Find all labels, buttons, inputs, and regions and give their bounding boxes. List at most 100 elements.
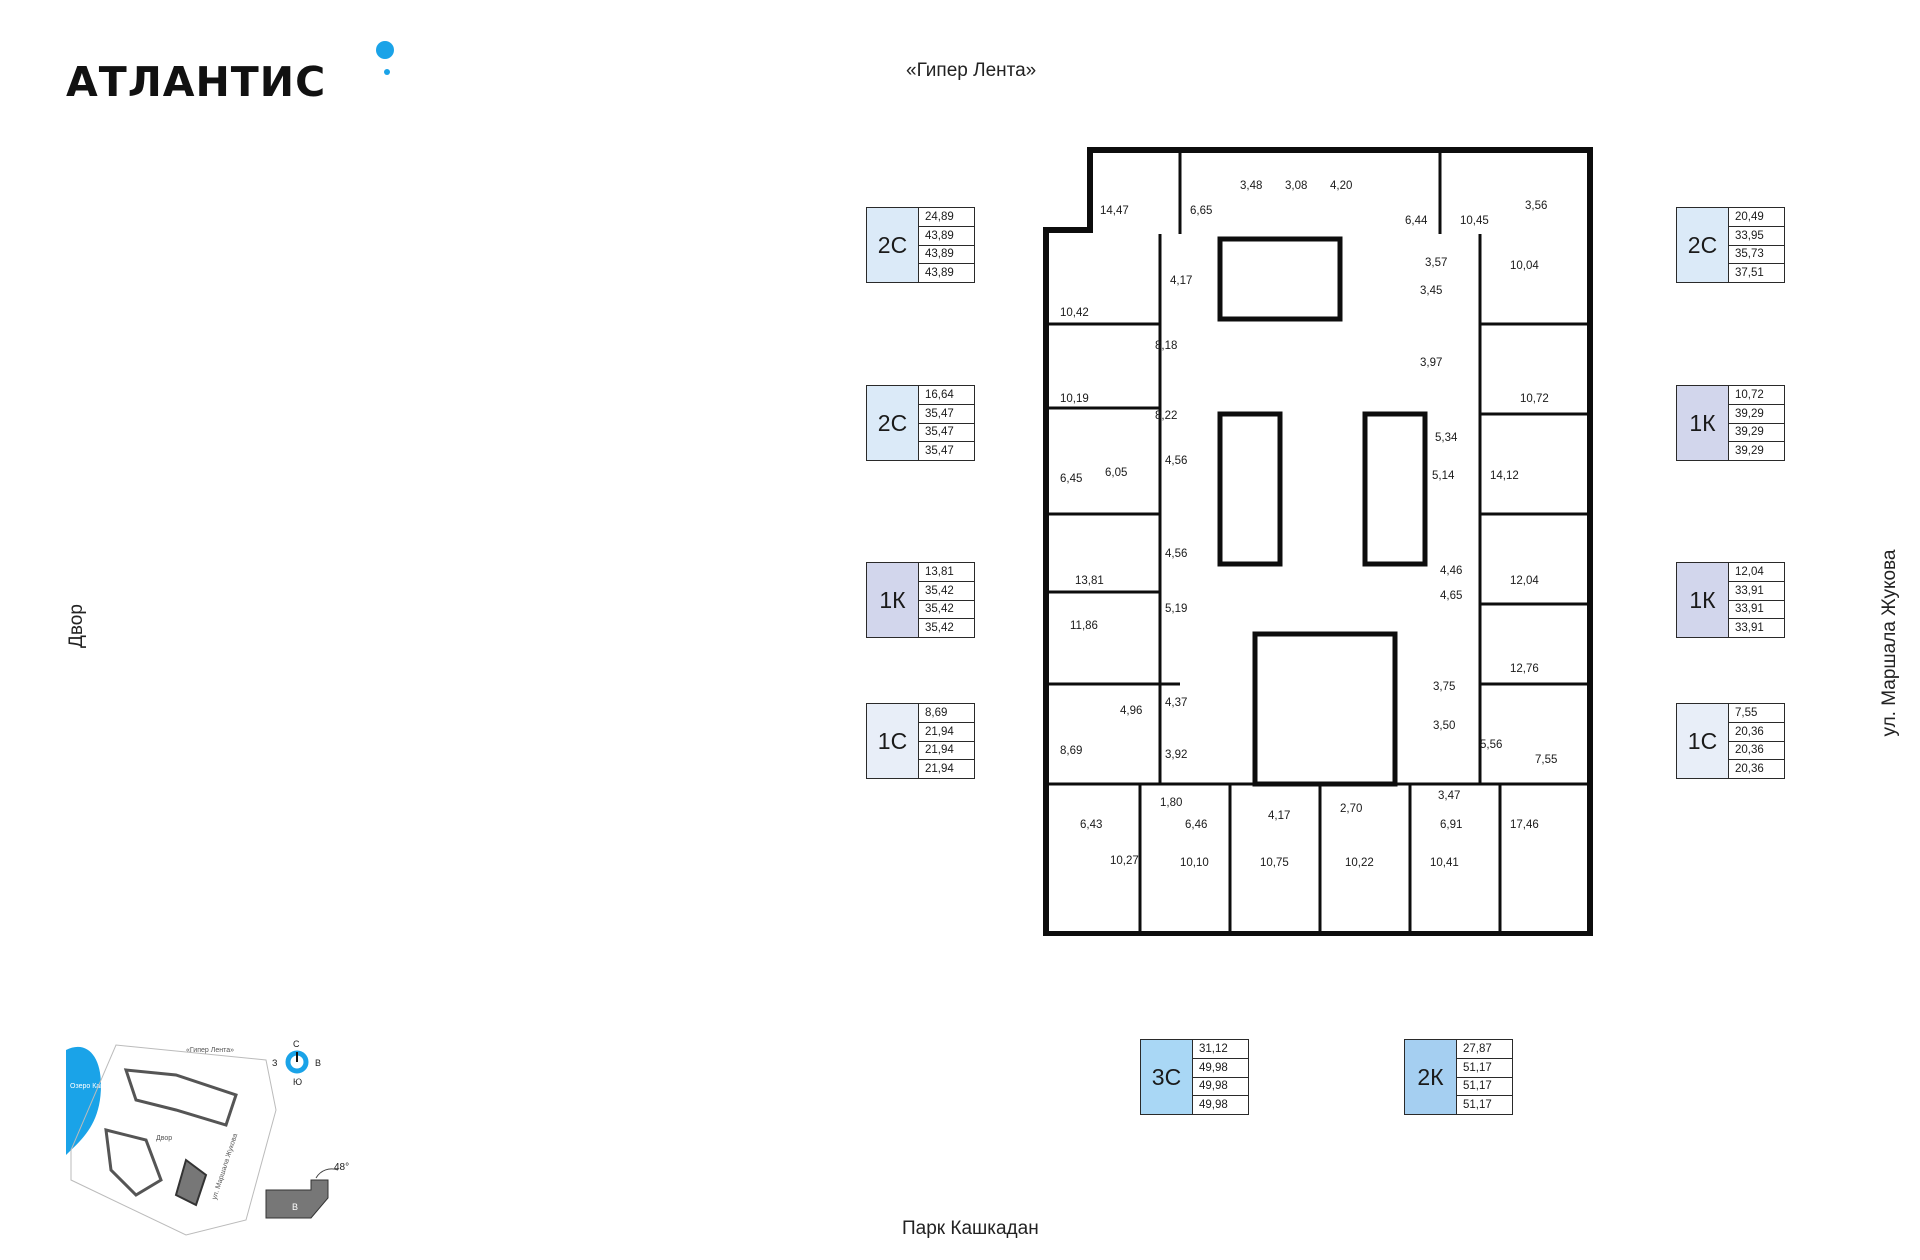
room-area: 14,12	[1490, 470, 1519, 482]
area-value: 43,89	[919, 246, 974, 265]
room-area: 14,47	[1100, 205, 1129, 217]
area-value: 51,17	[1457, 1059, 1512, 1078]
orientation-building-icon	[265, 1179, 329, 1219]
room-area: 3,08	[1285, 180, 1307, 192]
logo-small-dot-icon	[384, 69, 390, 75]
area-value: 35,42	[919, 601, 974, 620]
room-area: 3,75	[1433, 681, 1455, 693]
room-area: 8,18	[1155, 340, 1177, 352]
area-value: 27,87	[1457, 1040, 1512, 1059]
area-value: 33,91	[1735, 622, 1764, 635]
room-area: 3,48	[1240, 180, 1262, 192]
area-value: 24,89	[919, 208, 974, 227]
compass-west: З	[272, 1058, 277, 1068]
elevator-shafts	[1217, 236, 1428, 787]
building-b-outline	[104, 1128, 163, 1197]
room-area: 6,45	[1060, 473, 1082, 485]
room-area: 4,17	[1170, 275, 1192, 287]
area-value: 31,12	[1193, 1040, 1248, 1059]
room-area: 4,37	[1165, 697, 1187, 709]
stair-core	[1252, 631, 1398, 787]
area-value: 39,29	[1729, 424, 1784, 443]
room-area: 3,57	[1425, 257, 1447, 269]
area-value: 35,42	[919, 582, 974, 601]
room-area: 4,96	[1120, 705, 1142, 717]
room-area: 10,45	[1460, 215, 1489, 227]
orientation-building-label: В	[292, 1202, 298, 1212]
area-value: 51,17	[1457, 1078, 1512, 1097]
room-area: 12,76	[1510, 663, 1539, 675]
room-area: 11,86	[1070, 620, 1098, 632]
area-value: 49,98	[1199, 1099, 1228, 1112]
room-area: 10,41	[1430, 857, 1459, 869]
area-value: 8,69	[919, 704, 974, 723]
room-area: 3,56	[1525, 200, 1547, 212]
area-value: 35,42	[925, 622, 954, 635]
building-v-highlight	[174, 1158, 208, 1207]
area-value: 21,94	[919, 742, 974, 761]
street-left-label: Двор	[66, 604, 87, 648]
apartment-type: 1С	[1677, 704, 1729, 778]
plan-inner-walls	[1046, 150, 1590, 934]
rotation-arc-icon	[315, 1168, 339, 1179]
room-area: 5,14	[1432, 470, 1455, 482]
floor-plan: 14,47 6,65 3,48 3,08 4,20 6,44 10,45 3,5…	[1043, 147, 1593, 936]
area-value: 20,36	[1729, 723, 1784, 742]
street-top-label: «Гипер Лента»	[906, 60, 1037, 81]
plan-walls	[1043, 147, 1593, 936]
room-area: 6,91	[1440, 819, 1462, 831]
room-area: 8,69	[1060, 745, 1082, 757]
area-value: 33,91	[1729, 601, 1784, 620]
area-value: 12,04	[1729, 563, 1784, 582]
room-area: 10,75	[1260, 857, 1289, 869]
room-area: 10,04	[1510, 260, 1539, 272]
room-area: 7,55	[1535, 754, 1557, 766]
elevator-left	[1217, 411, 1283, 567]
logo-dot-icon	[376, 41, 394, 59]
lake-shape	[66, 1046, 101, 1155]
room-area: 6,05	[1105, 467, 1127, 479]
area-value: 49,98	[1193, 1078, 1248, 1097]
room-area: 4,46	[1440, 565, 1462, 577]
area-value: 20,36	[1735, 763, 1764, 776]
room-area: 8,22	[1155, 410, 1177, 422]
area-value: 35,73	[1729, 246, 1784, 265]
room-area: 2,70	[1340, 803, 1362, 815]
room-area: 5,56	[1480, 739, 1502, 751]
lake-label: Озеро Кашкадан	[70, 1083, 125, 1090]
area-value: 51,17	[1463, 1099, 1492, 1112]
area-value: 20,36	[1729, 742, 1784, 761]
outer-wall	[1043, 147, 1593, 936]
minimap-street-label: ул. Маршала Жукова	[211, 1133, 239, 1201]
apartment-type: 1К	[867, 563, 919, 637]
apartment-type: 2К	[1405, 1040, 1457, 1114]
apartment-type: 1К	[1677, 563, 1729, 637]
room-area: 5,34	[1435, 432, 1458, 444]
room-area: 10,42	[1060, 307, 1089, 319]
room-area: 10,27	[1110, 855, 1139, 867]
room-area: 3,92	[1165, 749, 1187, 761]
room-area: 10,10	[1180, 857, 1209, 869]
street-right-label: ул. Маршала Жукова	[1879, 549, 1900, 737]
room-area: 4,65	[1440, 590, 1462, 602]
apartment-type: 2С	[867, 208, 919, 282]
compass-east: В	[315, 1058, 321, 1068]
minimap-yard-label: Двор	[156, 1135, 172, 1142]
apartment-type: 3С	[1141, 1040, 1193, 1114]
room-area: 6,65	[1190, 205, 1212, 217]
room-area: 10,19	[1060, 393, 1089, 405]
room-area: 5,19	[1165, 603, 1187, 615]
area-value: 21,94	[919, 723, 974, 742]
room-area: 17,46	[1510, 819, 1539, 831]
room-area: 4,17	[1268, 810, 1290, 822]
